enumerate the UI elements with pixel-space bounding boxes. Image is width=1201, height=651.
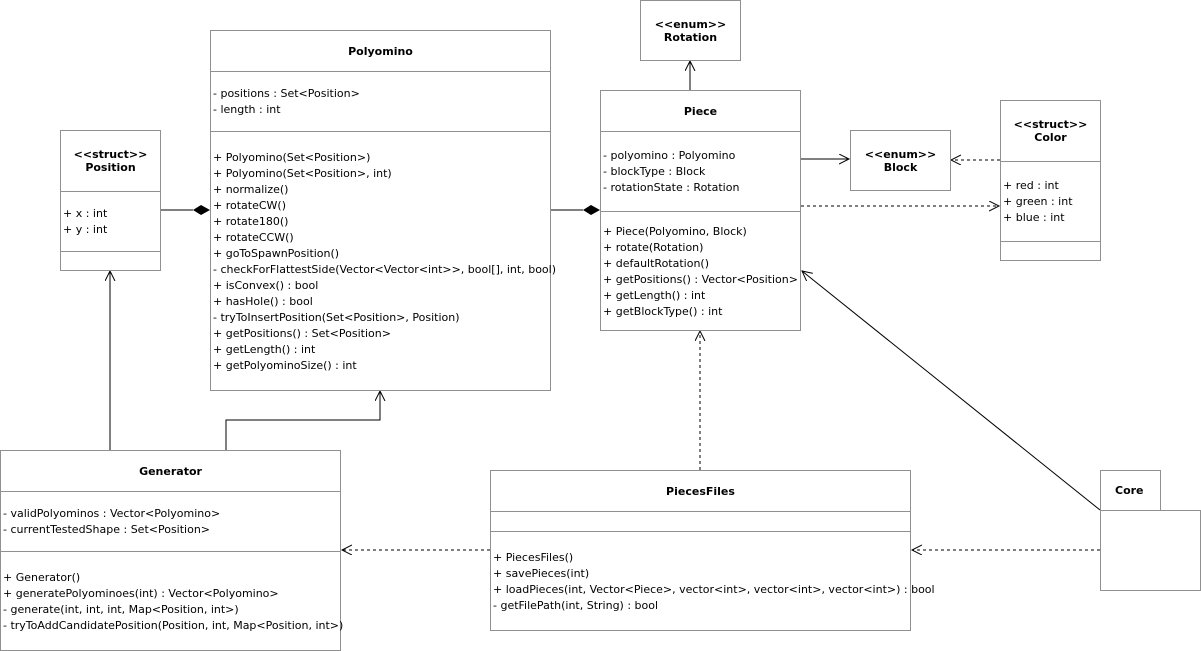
class-stereotype: <<struct>> (1013, 118, 1088, 131)
attributes-section: - positions : Set<Position> - length : i… (211, 72, 550, 132)
class-header: <<struct>> Position (61, 131, 160, 192)
class-position[interactable]: <<struct>> Position + x : int + y : int (60, 130, 161, 271)
attribute: - validPolyominos : Vector<Polyomino> (3, 507, 221, 520)
attribute: + y : int (63, 223, 108, 236)
method: + PiecesFiles() (493, 551, 574, 564)
class-name: Position (85, 161, 136, 174)
class-piece[interactable]: Piece - polyomino : Polyomino - blockTyp… (600, 90, 801, 331)
class-name: PiecesFiles (666, 484, 735, 498)
method: + getPositions() : Vector<Position> (603, 273, 798, 286)
class-rotation[interactable]: <<enum>> Rotation (640, 0, 741, 61)
attribute: + blue : int (1003, 211, 1065, 224)
attribute: + red : int (1003, 179, 1059, 192)
class-generator[interactable]: Generator - validPolyominos : Vector<Pol… (0, 450, 344, 651)
association-generator-polyomino (225, 391, 380, 450)
association-core-piece (802, 271, 1101, 511)
class-name: Piece (683, 104, 718, 118)
methods-section (1001, 242, 1100, 260)
method: + Generator() (3, 571, 81, 584)
package-core-tab[interactable]: Core (1100, 470, 1161, 511)
attribute: - length : int (213, 103, 281, 116)
method: + savePieces(int) (493, 567, 590, 580)
method: - getFilePath(int, String) : bool (493, 599, 659, 612)
method: + rotate180() (213, 215, 289, 228)
method: + hasHole() : bool (213, 295, 313, 308)
class-header: <<struct>> Color (1001, 101, 1100, 162)
class-color[interactable]: <<struct>> Color + red : int + green : i… (1000, 100, 1101, 261)
composition-position-polyomino (161, 205, 210, 215)
methods-section: + Piece(Polyomino, Block) + rotate(Rotat… (601, 212, 800, 320)
attribute: + green : int (1003, 195, 1073, 208)
class-name: Color (1034, 131, 1067, 144)
method: + getBlockType() : int (603, 305, 723, 318)
attribute: + x : int (63, 207, 108, 220)
class-stereotype: <<struct>> (73, 148, 148, 161)
method: + getLength() : int (213, 343, 316, 356)
class-stereotype: <<enum>> (864, 147, 937, 161)
method: + isConvex() : bool (213, 279, 319, 292)
class-stereotype: <<enum>> (654, 17, 727, 31)
composition-polyomino-piece (551, 205, 600, 215)
attributes-section: + x : int + y : int (61, 192, 160, 252)
methods-section (61, 252, 160, 270)
methods-section: + PiecesFiles() + savePieces(int) + load… (491, 532, 935, 614)
class-name: Polyomino (348, 44, 413, 58)
class-block[interactable]: <<enum>> Block (850, 130, 951, 191)
attribute: - currentTestedShape : Set<Position> (3, 523, 211, 536)
class-header: <<enum>> Block (851, 131, 950, 190)
attributes-section (491, 512, 910, 532)
method: + loadPieces(int, Vector<Piece>, vector<… (493, 583, 935, 596)
method: + normalize() (213, 183, 289, 196)
methods-section: + Generator() + generatePolyominoes(int)… (1, 552, 344, 634)
method: - tryToInsertPosition(Set<Position>, Pos… (213, 311, 460, 324)
attributes-section: - validPolyominos : Vector<Polyomino> - … (1, 492, 340, 552)
package-core-body[interactable] (1100, 510, 1201, 591)
method: + Polyomino(Set<Position>, int) (213, 167, 392, 180)
class-header: Polyomino (211, 31, 550, 72)
class-name: Block (883, 160, 918, 174)
attribute: - rotationState : Rotation (603, 181, 740, 194)
class-polyomino[interactable]: Polyomino - positions : Set<Position> - … (210, 30, 557, 391)
class-name: Generator (139, 464, 202, 478)
method: + Polyomino(Set<Position>) (213, 151, 371, 164)
attributes-section: + red : int + green : int + blue : int (1001, 162, 1100, 242)
attribute: - positions : Set<Position> (213, 87, 360, 100)
method: + rotateCCW() (213, 231, 294, 244)
method: - tryToAddCandidatePosition(Position, in… (3, 619, 344, 632)
class-header: Piece (601, 91, 800, 132)
method: + goToSpawnPosition() (213, 247, 340, 260)
method: + getPositions() : Set<Position> (213, 327, 391, 340)
class-piecesfiles[interactable]: PiecesFiles + PiecesFiles() + savePieces… (490, 470, 935, 631)
method: + rotateCW() (213, 199, 286, 212)
method: - checkForFlattestSide(Vector<Vector<int… (213, 263, 557, 276)
class-header: <<enum>> Rotation (641, 1, 740, 60)
class-header: PiecesFiles (491, 471, 910, 512)
method: + Piece(Polyomino, Block) (603, 225, 747, 238)
method: + getLength() : int (603, 289, 706, 302)
class-name: Rotation (663, 30, 718, 44)
method: - generate(int, int, int, Map<Position, … (3, 603, 239, 616)
method: + getPolyominoSize() : int (213, 359, 357, 372)
package-name: Core (1115, 484, 1144, 497)
method: + generatePolyominoes(int) : Vector<Poly… (3, 587, 279, 600)
method: + rotate(Rotation) (603, 241, 704, 254)
attribute: - blockType : Block (603, 165, 706, 178)
attributes-section: - polyomino : Polyomino - blockType : Bl… (601, 132, 800, 212)
method: + defaultRotation() (603, 257, 710, 270)
attribute: - polyomino : Polyomino (603, 149, 736, 162)
methods-section: + Polyomino(Set<Position>) + Polyomino(S… (211, 132, 557, 374)
class-header: Generator (1, 451, 340, 492)
